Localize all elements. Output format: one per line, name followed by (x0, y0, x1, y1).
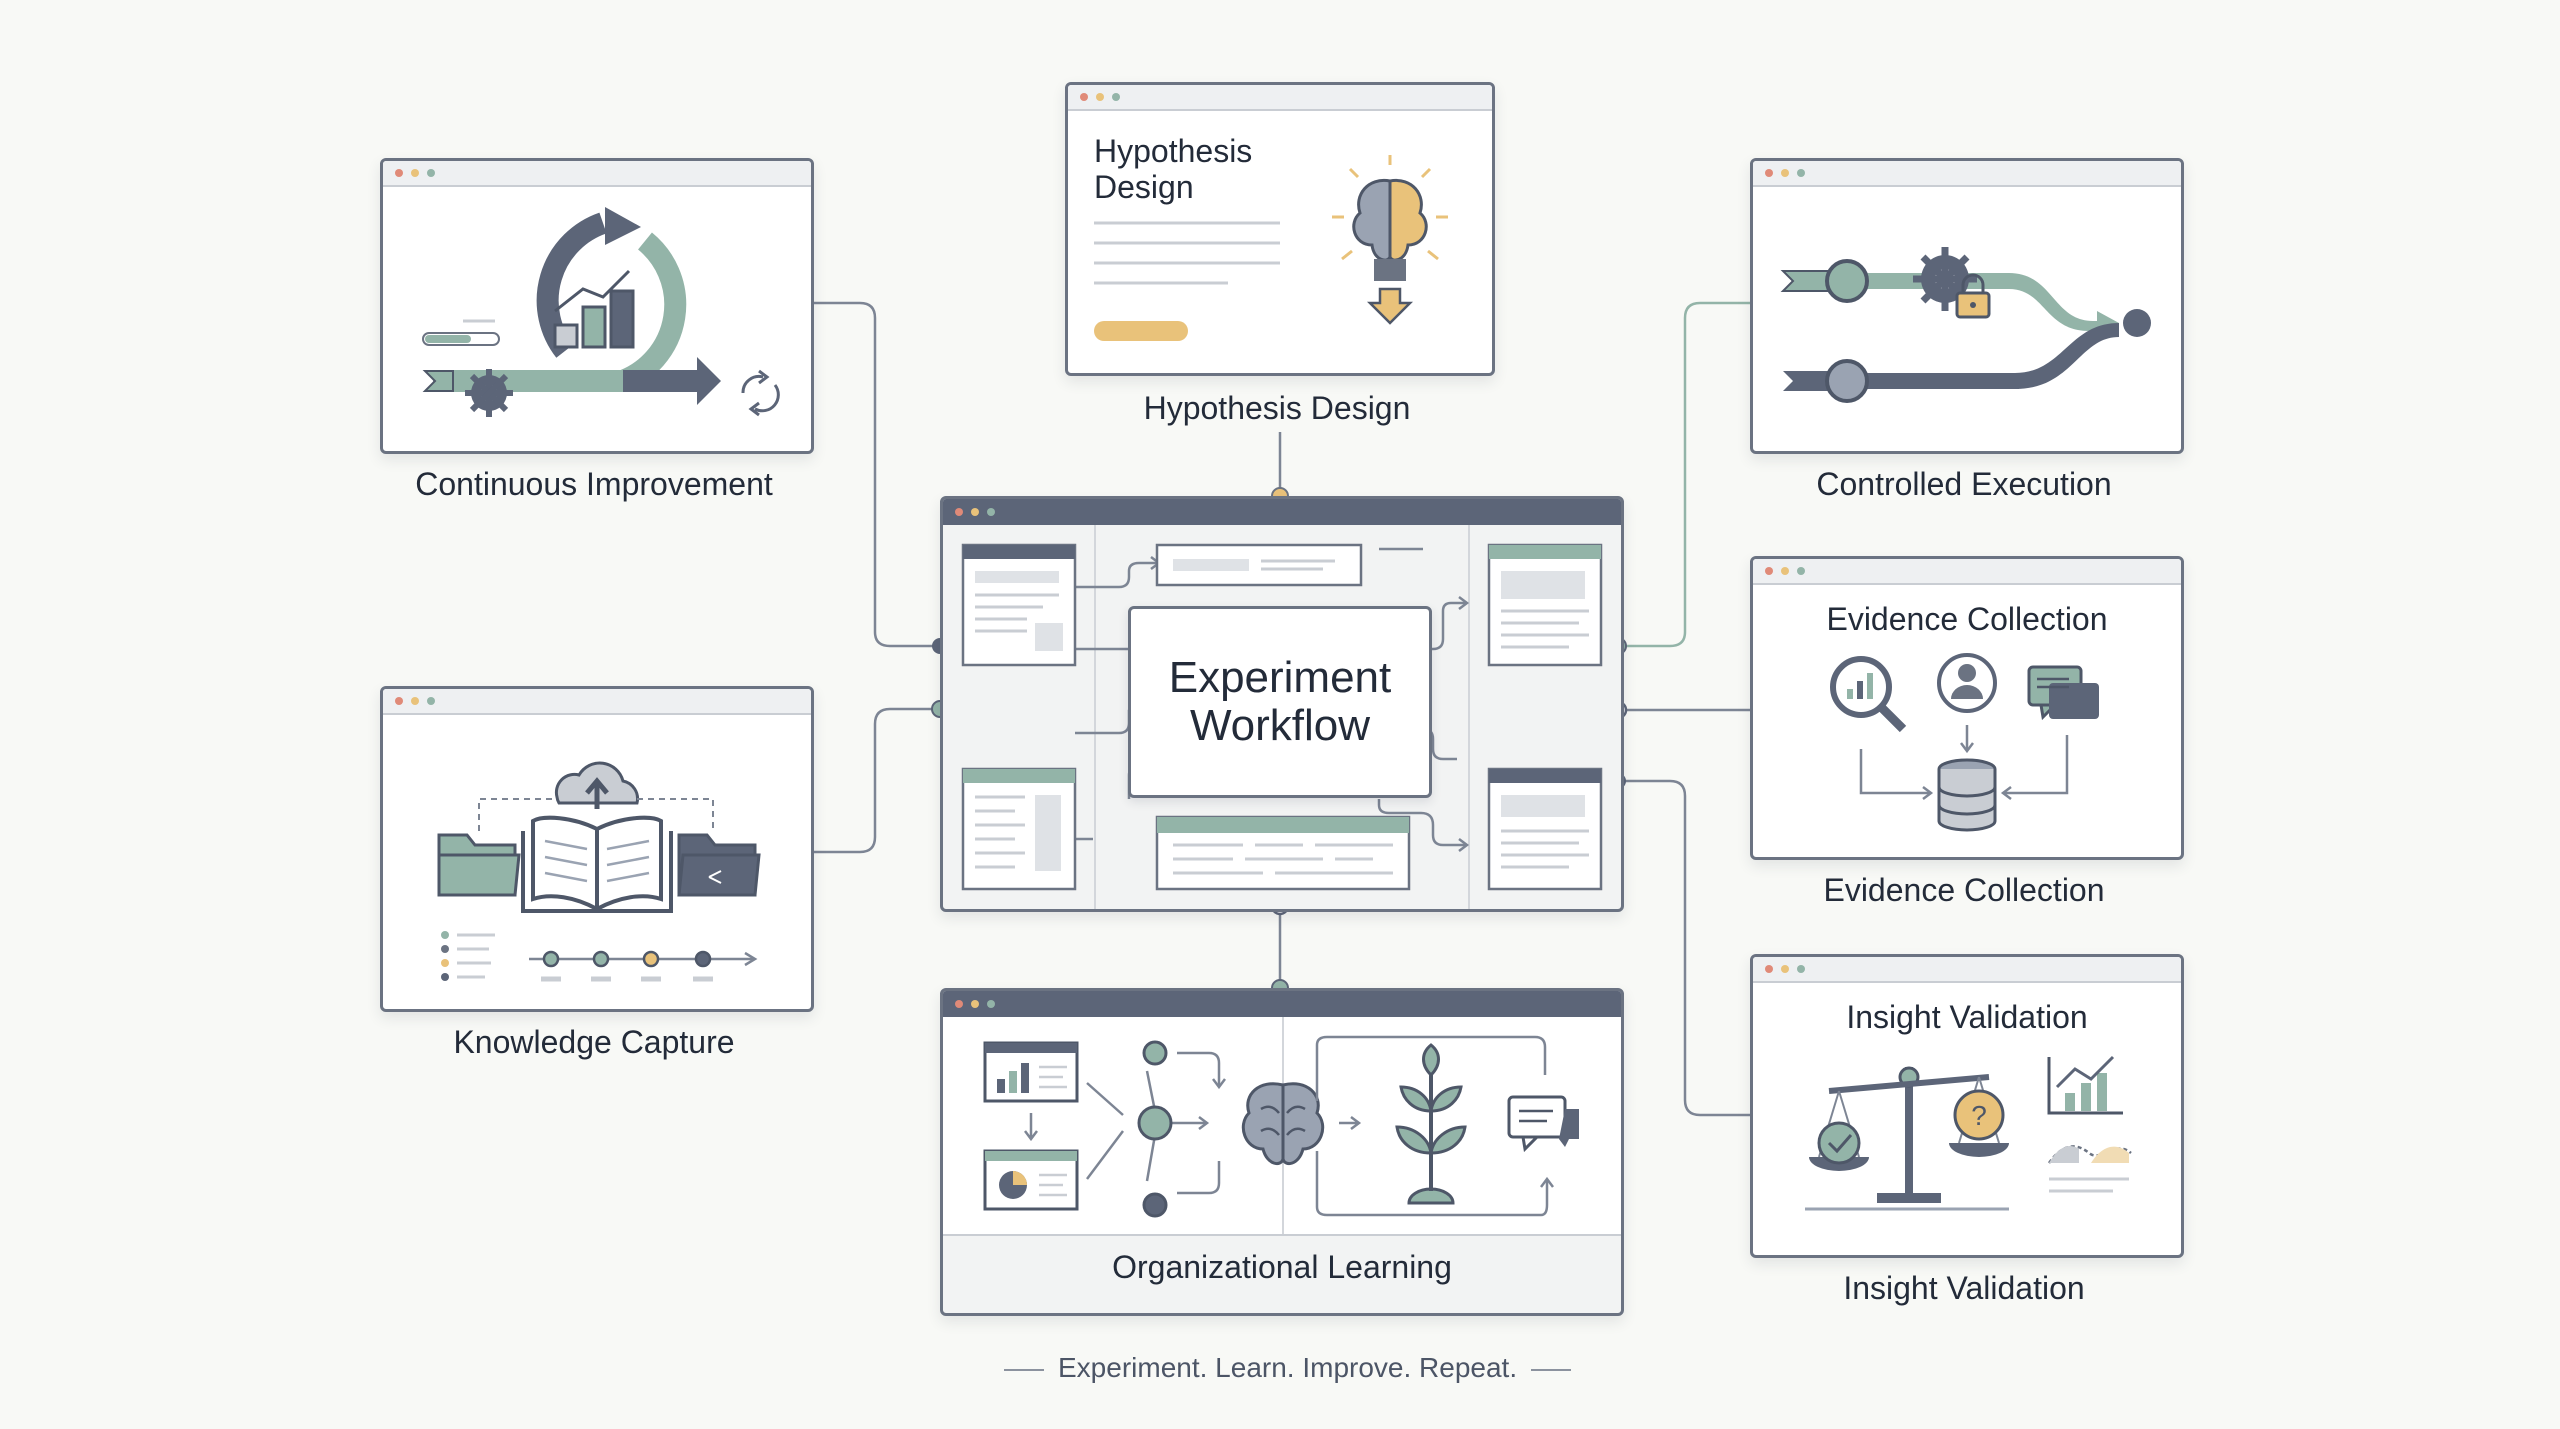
knowledge-caption: Knowledge Capture (453, 1024, 735, 1060)
window-titlebar (1753, 559, 2181, 585)
continuous-caption: Continuous Improvement (415, 466, 773, 502)
folder-share-icon (677, 833, 761, 897)
trend-chart-icon (2047, 1055, 2123, 1115)
network-node (1137, 1105, 1173, 1141)
chat-icon (2027, 665, 2099, 721)
hypothesis-caption: Hypothesis Design (1143, 390, 1411, 426)
progress-icon (422, 319, 500, 346)
mini-window (1155, 543, 1363, 587)
mini-window (961, 543, 1077, 667)
center-title-line1: Experiment (1168, 653, 1392, 702)
insight-window-title: Insight Validation (1846, 999, 2088, 1035)
user-icon (1937, 653, 1997, 713)
window-titlebar (1753, 161, 2181, 187)
window-titlebar (383, 689, 811, 715)
window-titlebar (1753, 957, 2181, 983)
hypothesis-window-title: Hypothesis Design (1094, 133, 1253, 205)
folder-icon (437, 833, 521, 897)
controlled-caption: Controlled Execution (1816, 466, 2112, 502)
organizational-learning-window[interactable]: Organizational Learning (940, 988, 1624, 1316)
knowledge-art (437, 761, 761, 982)
evidence-window-title: Evidence Collection (1826, 601, 2108, 637)
experiment-workflow-card[interactable]: Experiment Workflow (1128, 606, 1432, 798)
chat-icon (1507, 1095, 1579, 1153)
balance-scale-icon: ? (1805, 1066, 2009, 1211)
evidence-collection-window[interactable]: Evidence Collection (1750, 556, 2184, 860)
network-node (1142, 1040, 1168, 1066)
controlled-execution-window[interactable] (1750, 158, 2184, 454)
network-icon (1086, 1051, 1226, 1195)
brain-icon (1241, 1082, 1325, 1166)
mini-window (1487, 543, 1603, 667)
hypothesis-art (1094, 155, 1448, 341)
insight-art: ? (1805, 1055, 2132, 1211)
continuous-improvement-window[interactable] (380, 158, 814, 454)
cloud-upload-icon (554, 761, 639, 809)
timeline-icon (529, 950, 758, 982)
gear-icon (465, 369, 513, 417)
window-titlebar (943, 499, 1621, 525)
knowledge-capture-window[interactable] (380, 686, 814, 1012)
organizational-caption: Organizational Learning (1112, 1249, 1452, 1285)
hypothesis-design-window[interactable]: Hypothesis Design (1065, 82, 1495, 376)
report-pie-icon (983, 1149, 1079, 1211)
lock-icon (1955, 273, 1991, 319)
database-icon (1937, 758, 1997, 832)
network-node (1142, 1192, 1168, 1218)
continuous-art (422, 207, 780, 417)
report-chart-icon (983, 1041, 1079, 1103)
window-titlebar (1068, 85, 1492, 111)
window-titlebar (383, 161, 811, 187)
plant-icon (1395, 1043, 1467, 1205)
hub-grid-art (961, 525, 1603, 909)
mini-window (1487, 767, 1603, 891)
controlled-art (1780, 247, 2151, 403)
bar-chart-icon (553, 269, 635, 349)
legend-list (441, 931, 495, 981)
brain-bulb-icon (1332, 155, 1448, 325)
cycle-arrow-icon (422, 207, 721, 405)
mini-window (961, 767, 1077, 891)
center-title-line2: Workflow (1189, 701, 1371, 750)
tagline: Experiment. Learn. Improve. Repeat. (990, 1352, 1572, 1384)
evidence-art (1830, 653, 2099, 832)
organizational-art (943, 1017, 1621, 1236)
insight-caption: Insight Validation (1843, 1270, 2085, 1306)
window-titlebar (943, 991, 1621, 1017)
magnifier-chart-icon (1830, 656, 1907, 733)
evidence-caption: Evidence Collection (1823, 872, 2105, 908)
open-book-icon (521, 815, 673, 913)
distribution-icon (2047, 1145, 2132, 1193)
svg-text:?: ? (1971, 1100, 1987, 1131)
refresh-icon (741, 369, 780, 417)
mini-window (1155, 815, 1411, 891)
insight-validation-window[interactable]: Insight Validation ? (1750, 954, 2184, 1258)
hypothesis-button (1094, 321, 1188, 341)
